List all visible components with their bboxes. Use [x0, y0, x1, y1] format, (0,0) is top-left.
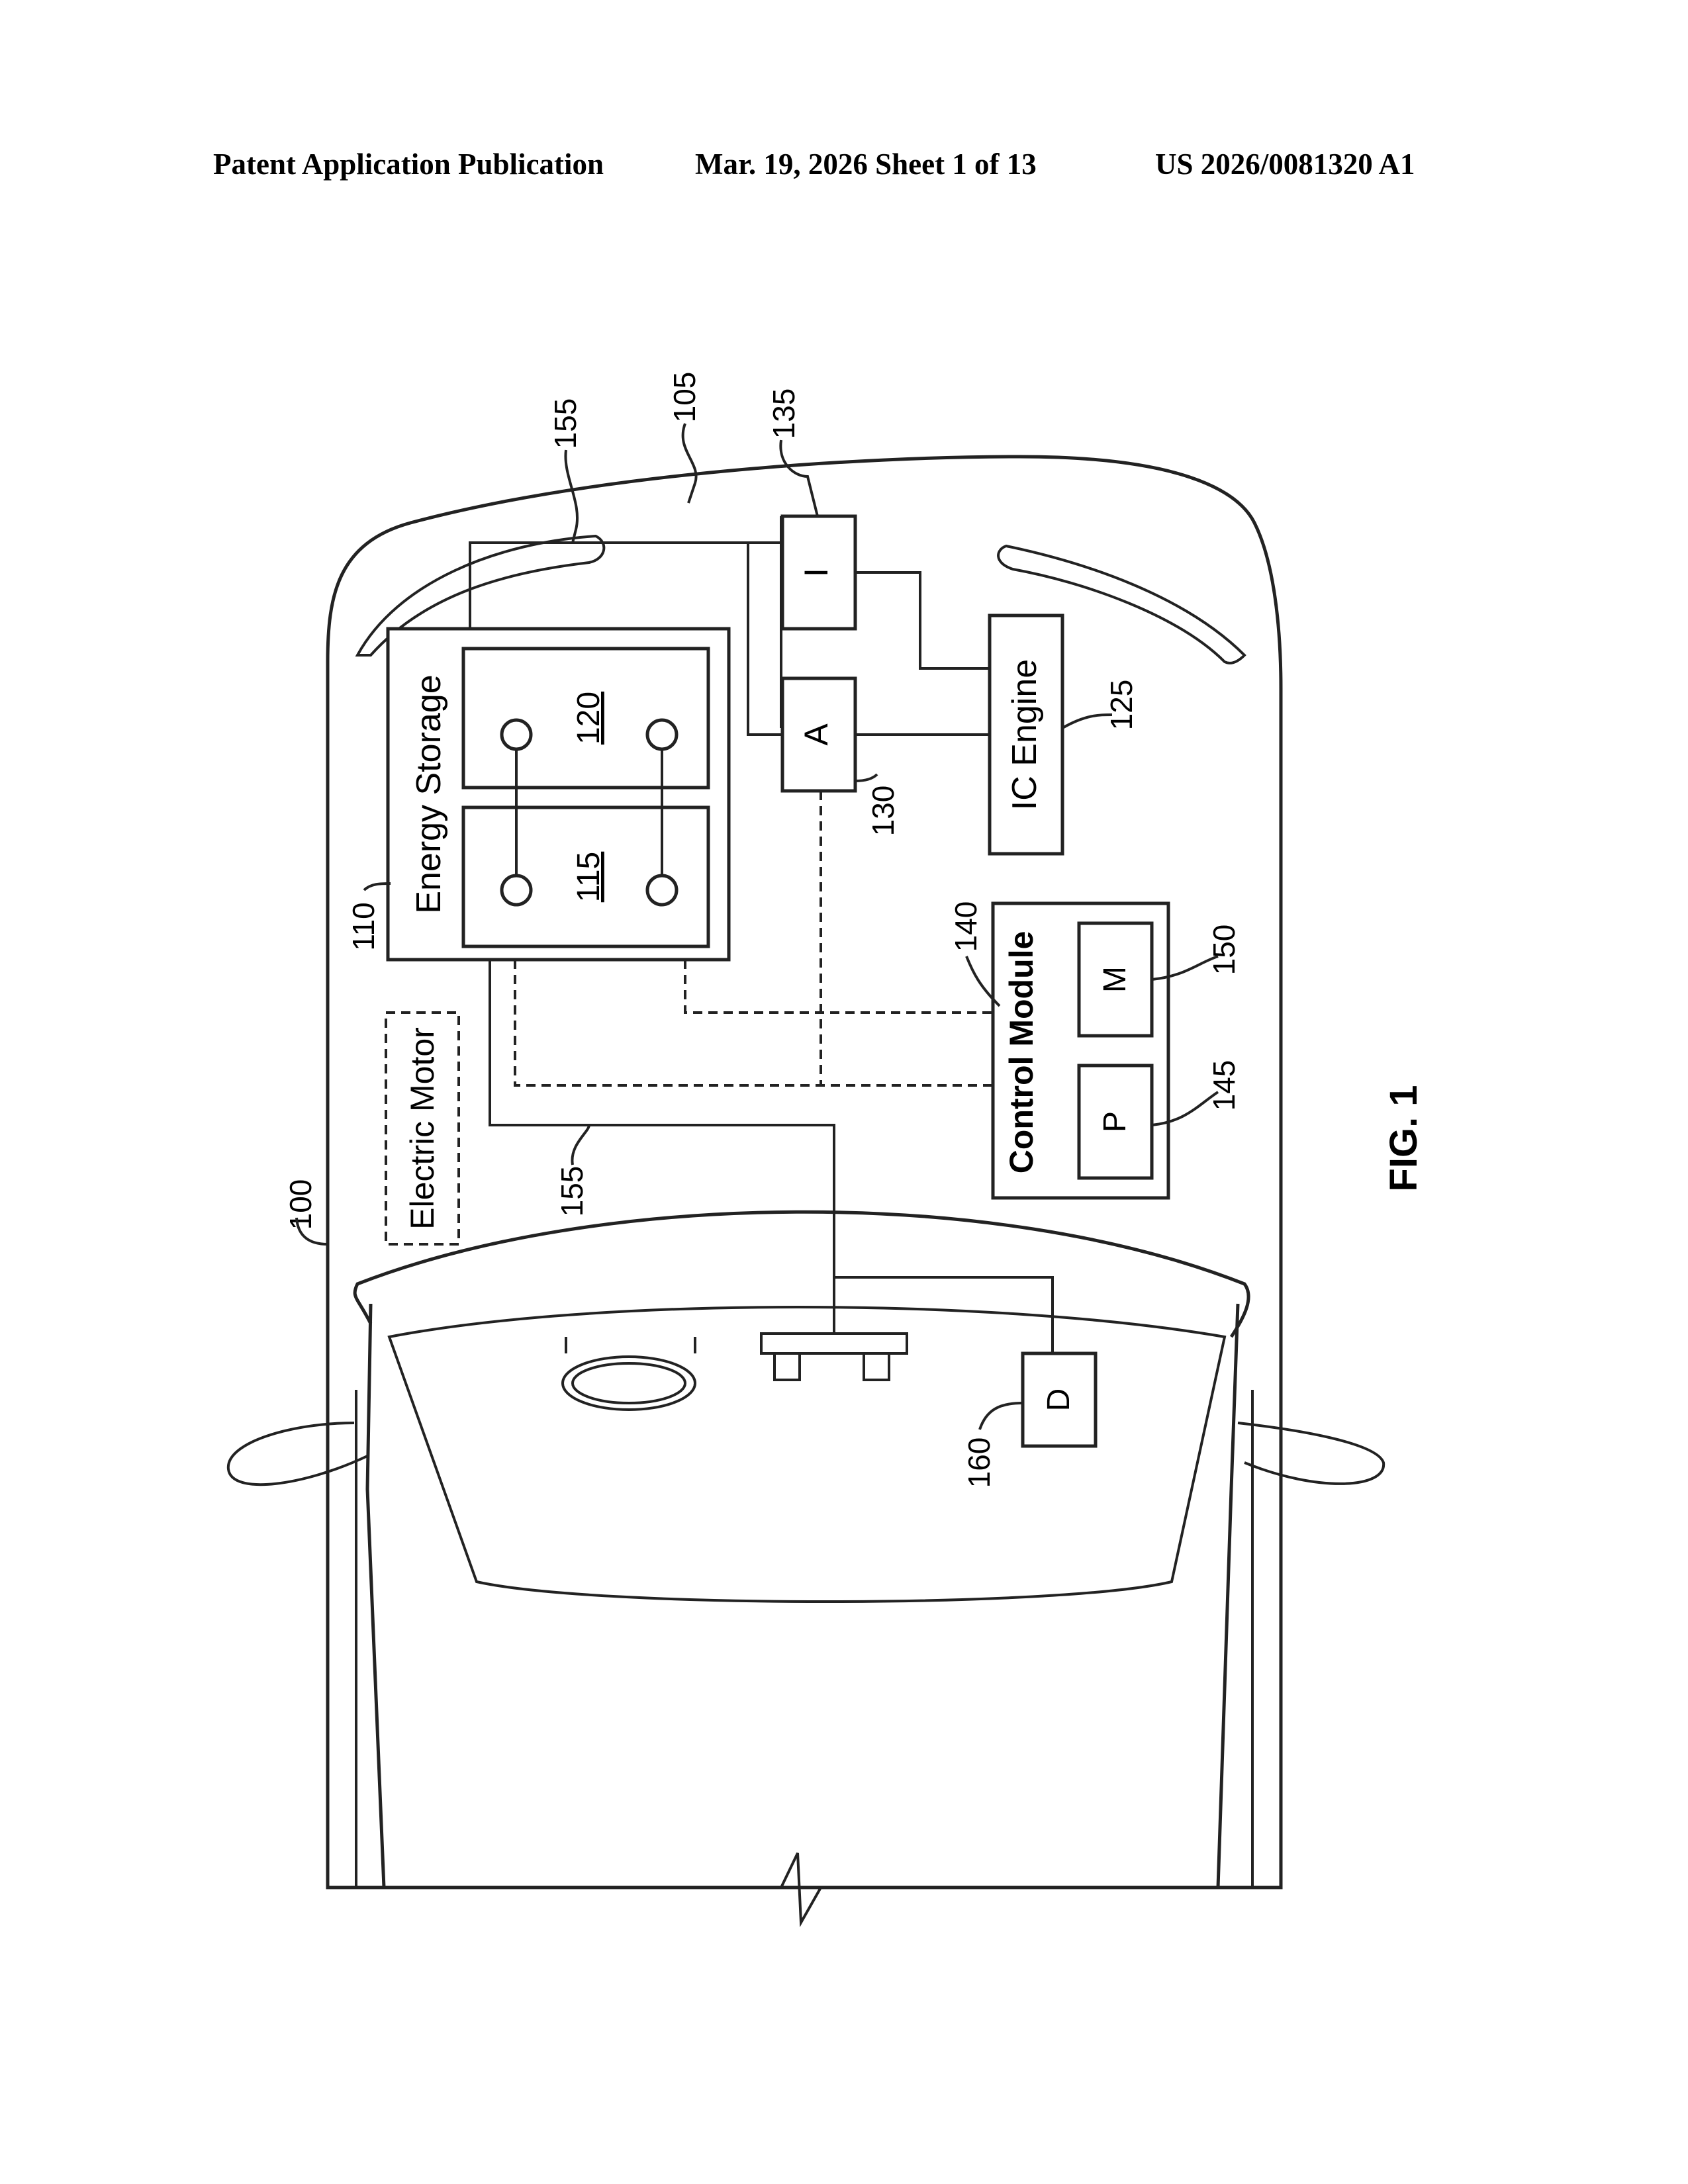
ref-130: 130 — [866, 786, 900, 837]
leader-155-mid — [572, 1125, 589, 1165]
dash-knob-right — [864, 1353, 889, 1380]
wiring-mid — [490, 960, 1053, 1353]
m-label: M — [1098, 966, 1133, 993]
control-module-label: Control Module — [1003, 931, 1040, 1174]
leader-105 — [683, 424, 696, 503]
leader-130 — [855, 774, 877, 781]
energy-storage-label: Energy Storage — [410, 674, 448, 913]
leader-160 — [980, 1403, 1023, 1430]
right-mirror — [1238, 1423, 1383, 1484]
wiring-i-engine — [855, 572, 990, 668]
terminal-115-a — [502, 876, 531, 905]
terminal-120-b — [647, 720, 677, 749]
ref-140: 140 — [949, 901, 983, 952]
ref-135: 135 — [767, 388, 801, 439]
left-mirror — [228, 1423, 367, 1484]
leader-135 — [780, 440, 818, 516]
dash-knob-left — [774, 1353, 800, 1380]
roof-outline — [367, 1304, 1238, 1888]
ic-engine-label: IC Engine — [1006, 659, 1044, 810]
ref-155-mid: 155 — [555, 1166, 589, 1217]
p-label: P — [1098, 1111, 1133, 1132]
figure-caption: FIG. 1 — [1382, 1085, 1425, 1191]
ref-110: 110 — [346, 902, 381, 950]
windshield-outer — [355, 1212, 1248, 1337]
terminal-120-a — [502, 720, 531, 749]
leader-155-top — [565, 450, 577, 543]
windshield-inner — [389, 1307, 1225, 1602]
ref-150: 150 — [1207, 925, 1241, 976]
ref-100: 100 — [283, 1179, 318, 1230]
d-label: D — [1041, 1388, 1076, 1412]
cell-115-label: 115 — [571, 852, 606, 903]
ref-105: 105 — [667, 372, 702, 423]
cell-120-label: 120 — [571, 692, 606, 745]
ref-145: 145 — [1207, 1060, 1241, 1111]
ref-125: 125 — [1104, 680, 1139, 731]
a-label: A — [798, 723, 835, 746]
ref-160: 160 — [962, 1437, 996, 1488]
dash-module — [761, 1334, 907, 1353]
terminal-115-b — [647, 876, 677, 905]
electric-motor-label: Electric Motor — [404, 1027, 441, 1230]
steering-wheel-inner — [573, 1363, 685, 1403]
i-label: I — [798, 568, 835, 577]
ref-155-top: 155 — [548, 398, 583, 449]
